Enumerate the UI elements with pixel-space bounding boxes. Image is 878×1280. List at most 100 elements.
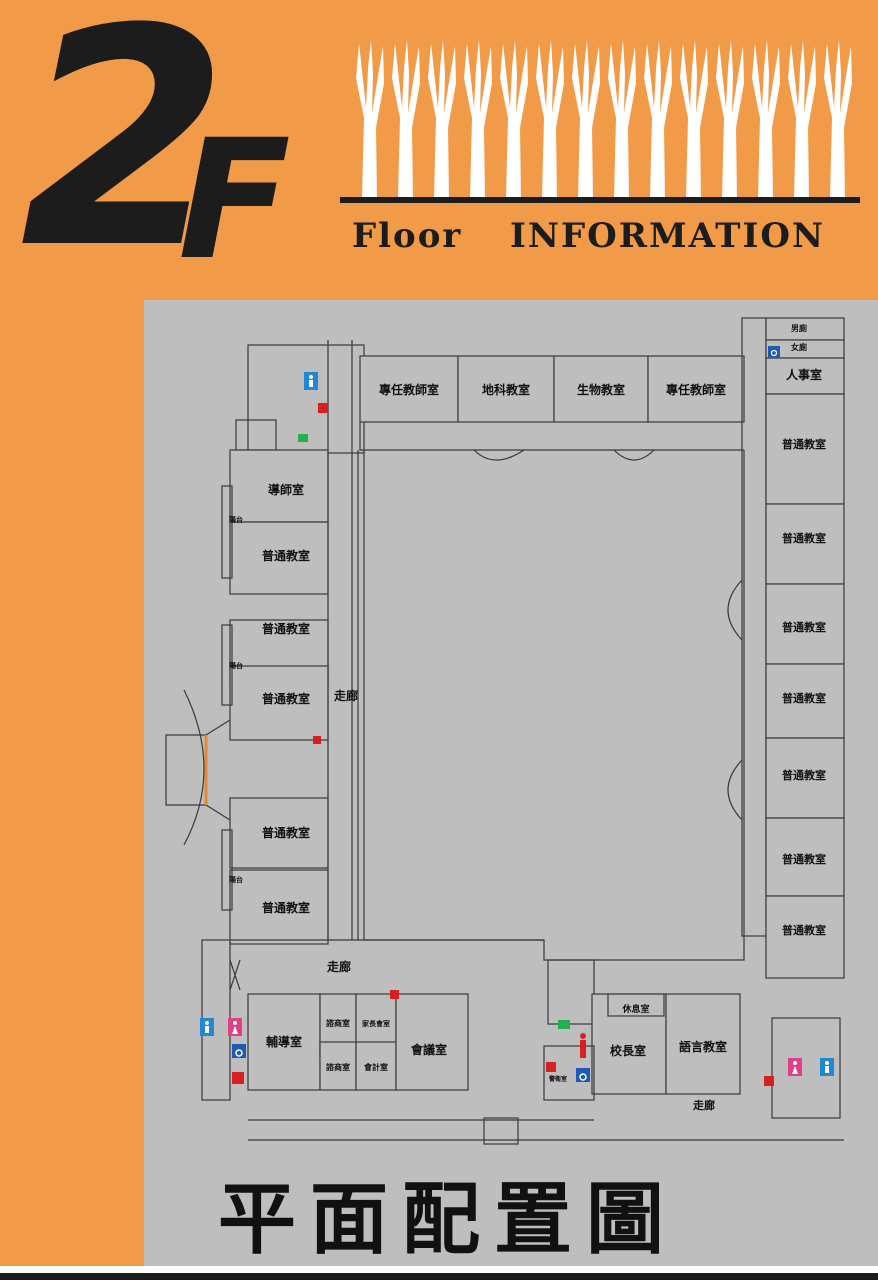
tree-icon [428, 40, 456, 198]
balcony-strip-2 [221, 624, 233, 706]
label-left-4: 普通教室 [262, 691, 310, 706]
room-teacher-office-1 [359, 355, 459, 423]
bridge [165, 689, 231, 846]
tree-icon [500, 40, 528, 198]
room-classroom-right-3 [765, 583, 845, 665]
stair-right [547, 959, 595, 1025]
right-corridor [741, 317, 767, 937]
right-corridor-bays [727, 579, 743, 821]
bottom-corridor [230, 939, 844, 1141]
top-corridor [359, 422, 744, 461]
tree-icon [716, 40, 744, 198]
label-right-2: 普通教室 [782, 531, 826, 545]
fire-hydrant-icon [546, 1062, 556, 1072]
floor-number: 2 [20, 0, 229, 314]
label-balcony-1: 陽台 [229, 515, 243, 524]
label-consult-b: 諮商室 [326, 1062, 350, 1072]
label-right-3: 普通教室 [782, 620, 826, 634]
fire-hydrant-icon [764, 1076, 774, 1086]
room-language [665, 993, 741, 1095]
label-right-4: 普通教室 [782, 691, 826, 705]
room-classroom-left-4 [229, 797, 329, 869]
wheelchair-icon [768, 346, 780, 358]
tree-icon [788, 40, 816, 198]
security-office-area [543, 1045, 595, 1101]
wheelchair-icon [576, 1068, 590, 1082]
label-top-2: 地科教室 [482, 382, 530, 397]
label-accounting: 會計室 [363, 1062, 388, 1072]
room-classroom-left-5 [229, 869, 329, 945]
label-left-6: 普通教室 [262, 900, 310, 915]
floor-label: Floor [352, 216, 463, 256]
room-classroom-right-7 [765, 895, 845, 979]
label-top-1: 專任教師室 [379, 382, 439, 397]
room-classroom-right-6 [765, 817, 845, 897]
tree-icon [752, 40, 780, 198]
room-lounge [607, 993, 665, 1017]
label-corridor-bottom-right: 走廊 [692, 1098, 715, 1112]
room-accounting [355, 1041, 397, 1091]
floor-plan: 專任教師室 地科教室 生物教室 專任教師室 導師室 普通教室 普通教室 普通教室… [165, 317, 845, 1145]
label-corridor-bottom: 走廊 [327, 959, 351, 974]
room-meeting [395, 993, 469, 1091]
room-biology [553, 355, 649, 423]
female-restroom-icon [788, 1058, 802, 1076]
fire-hydrant-icon [313, 736, 321, 744]
plan-title: 平面配置圖 [218, 1175, 679, 1265]
information-label: INFORMATION [510, 216, 826, 256]
room-classroom-right-2 [765, 503, 845, 585]
elevator-cross [229, 959, 241, 991]
fire-hydrant-icon [318, 403, 328, 413]
tree-icon [680, 40, 708, 198]
label-left-3: 普通教室 [262, 621, 310, 636]
room-teacher-office-2 [647, 355, 745, 423]
room-counseling [247, 993, 321, 1091]
label-balcony-2: 陽台 [229, 661, 243, 670]
tree-icon [572, 40, 600, 198]
balcony-strip-1 [221, 485, 233, 579]
exit-sign-icon [558, 1020, 570, 1029]
label-right-7: 普通教室 [782, 923, 826, 937]
room-classroom-left-3 [229, 665, 329, 741]
male-restroom-icon [200, 1018, 214, 1036]
label-security: 警衛室 [548, 1075, 567, 1083]
label-mens-restroom: 男廁 [791, 323, 807, 333]
entrance [483, 1117, 519, 1145]
tree-icon [644, 40, 672, 198]
label-right-6: 普通教室 [782, 852, 826, 866]
tree-icon [392, 40, 420, 198]
left-corridor-walls [327, 340, 359, 940]
label-top-3: 生物教室 [577, 382, 625, 397]
label-lounge: 休息室 [621, 1003, 649, 1015]
label-top-4: 專任教師室 [666, 382, 726, 397]
label-left-2: 普通教室 [262, 548, 310, 563]
security-guard-icon [580, 1033, 586, 1058]
tree-icon [824, 40, 852, 198]
courtyard-outline [363, 450, 745, 961]
floor-letter: F [178, 104, 291, 296]
label-parents: 家長會室 [362, 1019, 390, 1028]
label-corridor-left: 走廊 [334, 688, 358, 703]
label-womens-restroom: 女廁 [791, 342, 807, 352]
label-consult-a: 諮商室 [326, 1018, 350, 1028]
male-restroom-icon [820, 1058, 834, 1076]
header-rule [340, 197, 860, 203]
label-counseling: 輔導室 [266, 1034, 302, 1049]
label-balcony-3: 陽台 [229, 875, 243, 884]
label-personnel: 人事室 [786, 367, 822, 382]
room-classroom-right-5 [765, 737, 845, 819]
label-left-5: 普通教室 [262, 825, 310, 840]
room-earth-science [457, 355, 555, 423]
label-right-1: 普通教室 [782, 437, 826, 451]
room-classroom-right-4 [765, 663, 845, 739]
tree-icon [464, 40, 492, 198]
label-language: 語言教室 [679, 1039, 727, 1054]
tree-icon [536, 40, 564, 198]
label-right-5: 普通教室 [782, 768, 826, 782]
female-restroom-icon [228, 1018, 242, 1036]
bottom-rule [0, 1273, 878, 1280]
label-left-1: 導師室 [268, 482, 304, 497]
tree-row-decoration [356, 40, 852, 198]
label-meeting: 會議室 [411, 1042, 447, 1057]
